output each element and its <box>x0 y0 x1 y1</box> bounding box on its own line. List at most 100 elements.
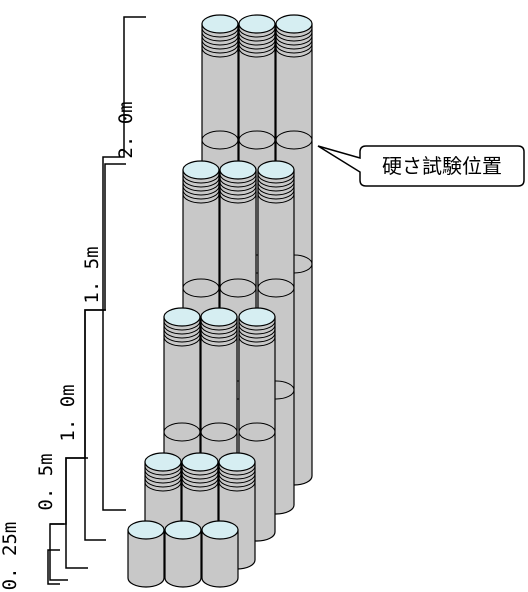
cylinder-ring <box>219 173 257 184</box>
cylinder-ring <box>181 473 219 484</box>
cylinder-ring <box>219 177 257 188</box>
bracket-2-0m <box>102 16 146 511</box>
cylinder-top <box>257 160 295 180</box>
cylinder-ring <box>201 27 239 38</box>
cylinder-ring <box>144 473 182 484</box>
cylinder-ring <box>238 27 276 38</box>
cylinder-ring <box>238 332 276 343</box>
cylinder-ring <box>181 469 219 480</box>
cylinder-ring <box>218 481 256 492</box>
cylinder-ring <box>201 39 239 50</box>
cylinder-ring <box>181 465 219 476</box>
cylinder-top <box>218 452 256 472</box>
cylinder-ring <box>182 177 220 188</box>
cylinder-ring <box>238 35 276 46</box>
cylinder-ring <box>218 477 256 488</box>
cylinder-ring <box>218 469 256 480</box>
cylinder-top <box>201 14 239 34</box>
cylinder-ring <box>201 31 239 42</box>
cylinder-ring <box>238 47 276 58</box>
cylinder-ring <box>257 177 295 188</box>
cylinder-0-25m <box>164 520 202 588</box>
cylinder-top <box>200 307 238 327</box>
cylinder-top <box>238 14 276 34</box>
cylinder-ring <box>200 328 238 339</box>
cylinder-top <box>182 160 220 180</box>
cylinder-top <box>164 520 202 540</box>
label-0-25m: 0. 25m <box>0 522 21 591</box>
cylinder-ring <box>144 477 182 488</box>
cylinder-ring <box>257 181 295 192</box>
callout-hardness-test-position: 硬さ試験位置 <box>317 145 525 187</box>
cylinder-ring <box>219 189 257 200</box>
cylinder-ring <box>200 324 238 335</box>
bracket-1-5m <box>84 163 126 541</box>
cylinder-ring <box>182 173 220 184</box>
cylinder-ring <box>144 469 182 480</box>
cylinder-ring <box>182 189 220 200</box>
cylinder-ring <box>257 185 295 196</box>
cylinder-ring <box>275 31 313 42</box>
cylinder-ring <box>201 47 239 58</box>
cylinder-ring <box>238 31 276 42</box>
cylinder-ring <box>182 185 220 196</box>
cylinder-ring <box>163 324 201 335</box>
cylinder-ring <box>275 27 313 38</box>
cylinder-top <box>163 307 201 327</box>
test-band <box>238 422 276 442</box>
cylinder-ring <box>163 336 201 347</box>
cylinder-ring <box>144 481 182 492</box>
label-2-0m: 2. 0m <box>115 101 137 158</box>
cylinder-ring <box>275 43 313 54</box>
label-1-0m: 1. 0m <box>57 384 79 441</box>
cylinder-ring <box>144 465 182 476</box>
callout-label: 硬さ試験位置 <box>382 154 502 178</box>
test-band <box>200 422 238 442</box>
cylinder-group-0-25m <box>127 520 239 588</box>
cylinder-ring <box>200 332 238 343</box>
cylinder-ring <box>275 39 313 50</box>
cylinder-top <box>275 14 313 34</box>
cylinder-top <box>219 160 257 180</box>
cylinder-top <box>144 452 182 472</box>
cylinder-ring <box>257 173 295 184</box>
test-band <box>238 130 276 150</box>
test-band <box>182 278 220 298</box>
cylinder-ring <box>200 320 238 331</box>
cylinder-body <box>164 529 202 588</box>
cylinder-ring <box>218 465 256 476</box>
cylinder-ring <box>163 332 201 343</box>
cylinder-ring <box>275 47 313 58</box>
cylinder-body <box>201 529 239 588</box>
cylinder-ring <box>219 185 257 196</box>
cylinder-ring <box>219 181 257 192</box>
cylinder-ring <box>238 324 276 335</box>
cylinder-ring <box>182 193 220 204</box>
cylinder-ring <box>163 328 201 339</box>
cylinder-ring <box>181 477 219 488</box>
cylinder-body <box>127 529 165 588</box>
cylinder-ring <box>200 336 238 347</box>
cylinder-ring <box>238 320 276 331</box>
cylinder-ring <box>257 193 295 204</box>
cylinder-ring <box>182 181 220 192</box>
cylinder-0-25m <box>127 520 165 588</box>
cylinder-ring <box>275 35 313 46</box>
cylinder-top <box>201 520 239 540</box>
test-band <box>257 278 295 298</box>
cylinder-ring <box>181 481 219 492</box>
cylinder-ring <box>238 43 276 54</box>
test-band <box>201 130 239 150</box>
cylinder-top <box>127 520 165 540</box>
cylinder-ring <box>219 193 257 204</box>
test-band <box>163 422 201 442</box>
cylinder-ring <box>201 35 239 46</box>
test-band <box>219 278 257 298</box>
label-1-5m: 1. 5m <box>81 246 103 303</box>
cylinder-top <box>238 307 276 327</box>
cylinder-0-25m <box>201 520 239 588</box>
cylinder-top <box>181 452 219 472</box>
cylinder-ring <box>238 328 276 339</box>
cylinder-ring <box>163 320 201 331</box>
